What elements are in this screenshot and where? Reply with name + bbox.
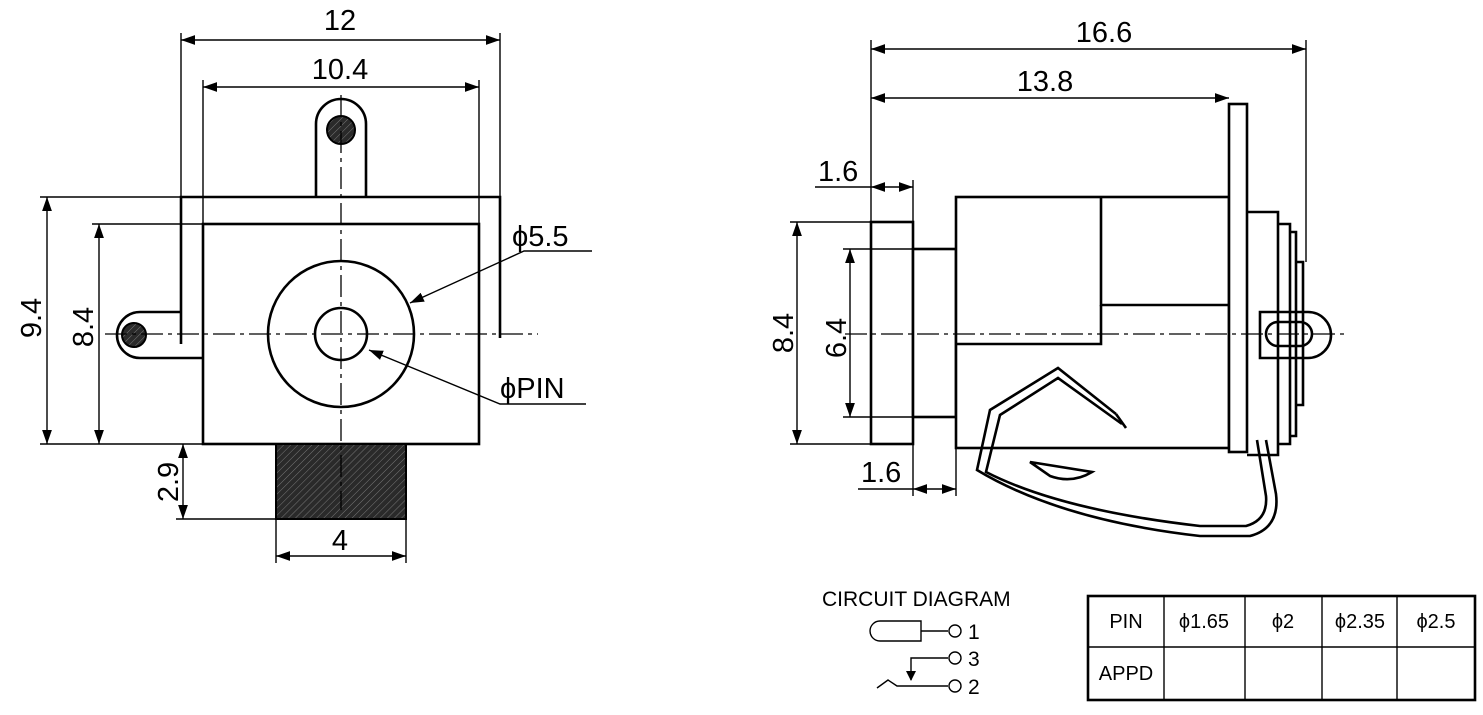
barrel-flange [869,220,915,446]
pin3-label: 3 [968,648,980,671]
rear-solder-lug [1258,310,1333,360]
rear-plate [1227,102,1249,454]
dim-body-width: 10.4 [312,54,368,86]
spring-contact [975,366,1278,538]
front-view: 12 10.4 9.4 8.4 2.9 4 ϕ5.5 ϕPIN [16,5,592,563]
pin2-label: 2 [968,676,980,699]
dim-overall-height: 9.4 [16,298,48,338]
barrel-neck [911,247,958,419]
dim-hole-diameter: ϕ5.5 [512,221,569,253]
dim-overall-width: 12 [324,5,356,37]
table-header-d165: ϕ1.65 [1179,611,1229,633]
circuit-diagram: CIRCUIT DIAGRAM 1 3 2 [822,588,1011,699]
dim-lead-width: 4 [332,525,348,557]
table-header-d2: ϕ2 [1272,611,1294,633]
table-header-d25: ϕ2.5 [1416,611,1455,633]
dim-body-height: 8.4 [68,307,100,347]
dim-pin-diameter: ϕPIN [500,373,565,405]
dim-barrel-height: 6.4 [821,318,853,358]
dim-side-body-height: 8.4 [768,313,800,353]
dim-flange-thickness: 1.6 [818,156,858,188]
table-header-pin: PIN [1109,611,1142,633]
side-body [954,195,1231,450]
left-solder-lug [115,310,203,360]
dim-body-length: 13.8 [1017,66,1073,98]
side-view: 16.6 13.8 1.6 8.4 6.4 1.6 [768,17,1345,538]
table-header-d235: ϕ2.35 [1335,611,1385,633]
dim-lead-height: 2.9 [153,462,185,502]
circuit-title: CIRCUIT DIAGRAM [822,588,1011,611]
pin-table: PIN ϕ1.65 ϕ2 ϕ2.35 ϕ2.5 APPD [1086,594,1477,702]
pin1-label: 1 [968,621,980,644]
dim-overall-length: 16.6 [1076,17,1132,49]
table-row-label-appd: APPD [1099,663,1153,685]
dim-neck-length: 1.6 [861,457,901,489]
